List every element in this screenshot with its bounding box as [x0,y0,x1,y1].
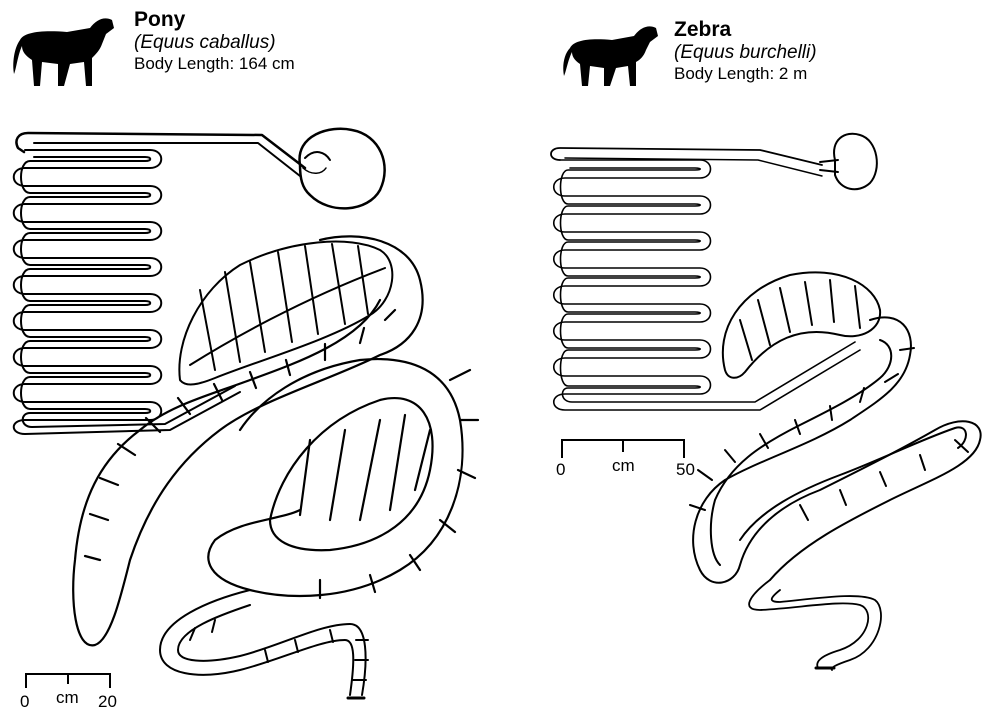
zebra-cecum [723,272,880,377]
pony-name: Pony [134,8,295,32]
zebra-scale-start: 0 [556,460,565,480]
pony-stomach [300,129,385,209]
zebra-name: Zebra [674,18,817,42]
pony-body-length: Body Length: 164 cm [134,54,295,74]
zebra-scientific-name: (Equus burchelli) [674,42,817,64]
pony-scale-unit: cm [56,688,79,708]
pony-scientific-name: (Equus caballus) [134,32,295,54]
zebra-body-length: Body Length: 2 m [674,64,817,84]
zebra-digestive-tract [551,134,981,670]
pony-scale-bar [20,670,120,690]
zebra-scale-end: 50 [676,460,695,480]
pony-small-colon [160,590,368,698]
zebra-proximal-tube [551,148,822,165]
pony-small-intestine-coils [14,150,240,434]
pony-scale-end: 20 [98,692,117,712]
pony-digestive-tract [14,129,478,698]
pony-caption: Pony (Equus caballus) Body Length: 164 c… [134,8,295,74]
horse-silhouette-icon [12,10,117,90]
zebra-stomach [820,134,877,190]
zebra-silhouette-icon [562,20,662,90]
zebra-caption: Zebra (Equus burchelli) Body Length: 2 m [674,18,817,84]
zebra-small-intestine-coils [554,160,860,410]
zebra-large-colon [690,317,981,582]
pony-scale-start: 0 [20,692,29,712]
zebra-scale-unit: cm [612,456,635,476]
pony-large-colon [73,236,478,645]
zebra-small-colon [749,580,881,670]
